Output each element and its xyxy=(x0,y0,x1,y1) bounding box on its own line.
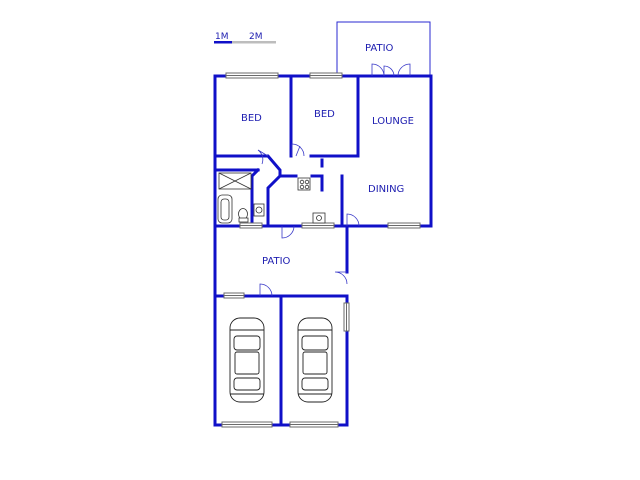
scale-label-2m: 2M xyxy=(249,32,263,42)
scale-label-1m: 1M xyxy=(215,32,229,42)
car-right xyxy=(297,317,333,403)
doors xyxy=(257,63,411,297)
room-label-dining: DINING xyxy=(368,184,404,195)
room-label-lounge: LOUNGE xyxy=(372,116,414,127)
kitchen-fixtures xyxy=(297,177,326,224)
room-label-patio-top: PATIO xyxy=(365,43,394,54)
scale-bar: 1M 2M xyxy=(214,32,276,44)
room-label-patio-mid: PATIO xyxy=(262,256,291,267)
windows xyxy=(221,72,421,428)
bathroom-fixtures xyxy=(217,172,265,224)
room-label-bed-2: BED xyxy=(314,109,335,120)
scale-segment-dark xyxy=(214,41,232,44)
car-left xyxy=(229,317,265,403)
room-label-bed-1: BED xyxy=(241,113,262,124)
scale-segment-light xyxy=(232,41,276,44)
